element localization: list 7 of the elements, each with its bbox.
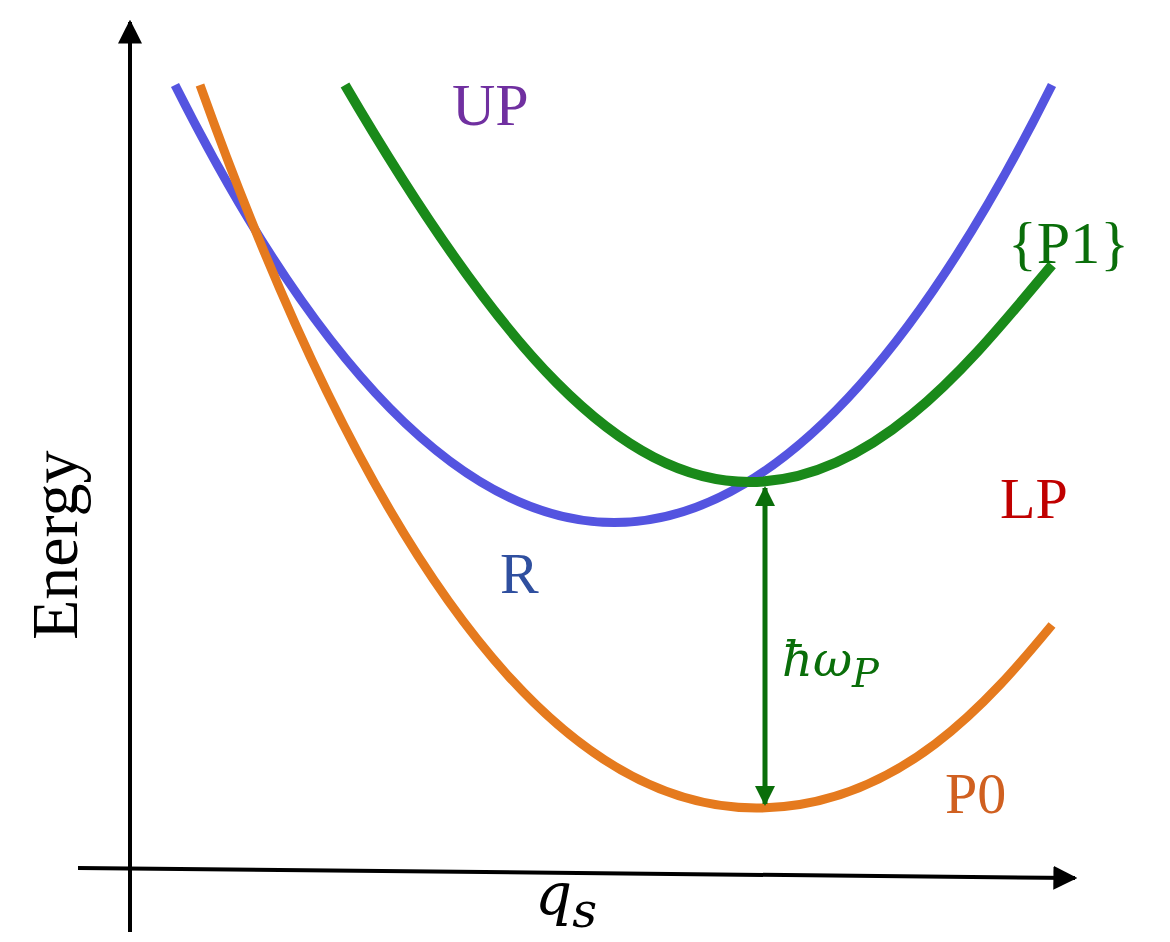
curve-label: R (500, 545, 539, 603)
curve-label: P0 (945, 765, 1007, 823)
curve-label: {P1} (1008, 213, 1129, 273)
axis-title: q$_{s}$ (535, 865, 597, 934)
curve-label: UP (452, 75, 529, 135)
curve-label: LP (1000, 470, 1068, 528)
gap-label: ħω$_{P}$ (782, 635, 879, 693)
